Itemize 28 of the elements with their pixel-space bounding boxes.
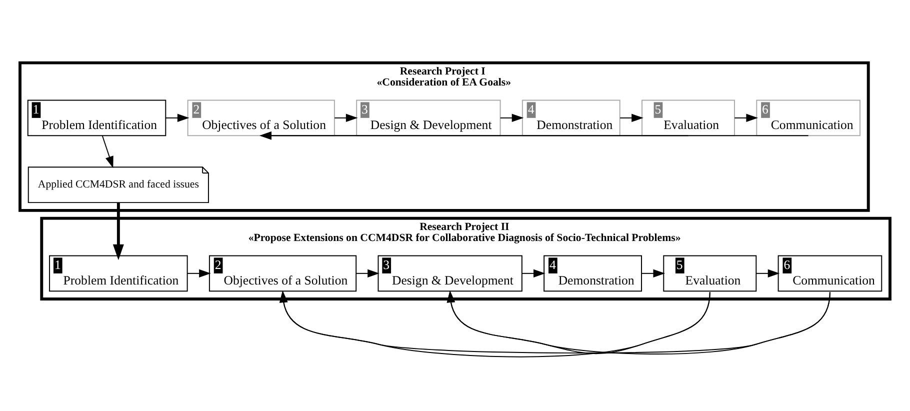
arrow — [112, 202, 124, 260]
arrow — [356, 268, 380, 278]
arrow — [165, 113, 190, 122]
node-box: 1 Problem Identification — [49, 254, 188, 292]
node-box: 5 Evaluation — [663, 254, 757, 292]
node-box: 1 Problem Identification — [27, 99, 166, 136]
arrow — [186, 268, 211, 278]
arrow — [260, 131, 809, 140]
arrow — [734, 113, 758, 122]
node-box: 3 Design & Development — [378, 254, 522, 292]
arrow — [446, 290, 830, 354]
node-box: 4 Demonstration — [522, 99, 620, 136]
node-box: 6 Communication — [756, 99, 860, 136]
arrow — [756, 268, 780, 278]
arrow — [522, 268, 546, 278]
arrow — [620, 113, 644, 122]
arrow — [641, 268, 666, 278]
arrow — [446, 290, 710, 354]
node-box: 3 Design & Development — [356, 99, 501, 136]
node-box: 2 Objectives of a Solution — [187, 99, 335, 136]
arrow — [279, 290, 710, 357]
arrow — [334, 113, 358, 122]
arrow — [500, 113, 524, 122]
arrow — [102, 134, 114, 168]
node-box: 6 Communication — [778, 254, 882, 292]
node-box: 5 Evaluation — [642, 99, 735, 136]
node-box: 2 Objectives of a Solution — [208, 254, 357, 292]
node-box: 4 Demonstration — [544, 254, 642, 292]
